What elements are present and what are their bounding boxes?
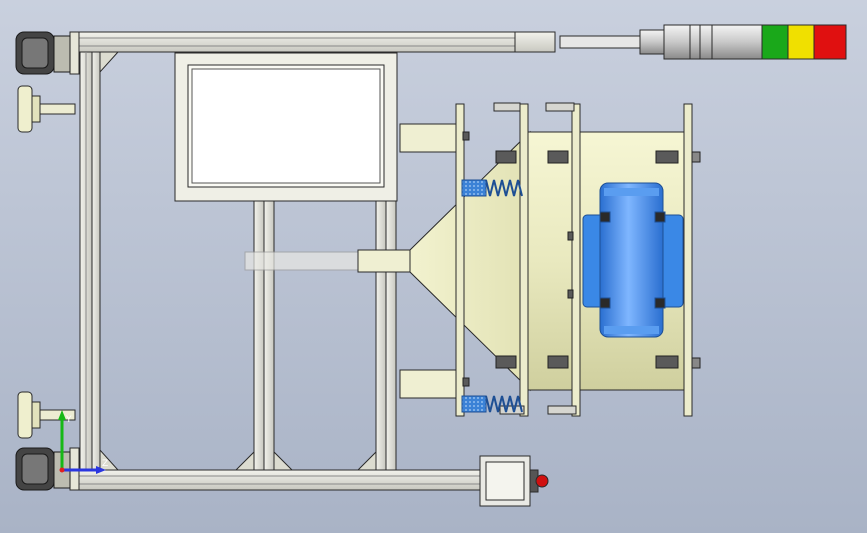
hopper-cone[interactable] [409,130,531,392]
support-arms[interactable] [399,123,461,399]
caster-wheel-icon [15,31,71,75]
triad-y-label: Y [65,415,72,425]
ring-clamps [462,131,701,387]
leveling-foot-icon [17,85,76,133]
leveling-foot-bottom [17,391,76,439]
discharge-pipe[interactable] [244,249,411,273]
signal-tower-light-icon[interactable] [559,24,847,60]
control-panel-screen[interactable] [174,52,398,202]
triad-z-label: Z [102,459,108,469]
control-box-icon[interactable] [479,455,549,507]
spring-upper [461,179,523,197]
coordinate-triad-icon: Y Z [58,410,108,474]
spring-lower [461,395,523,413]
vibration-motor-icon[interactable] [582,182,684,338]
aluminum-frame[interactable] [69,31,556,491]
